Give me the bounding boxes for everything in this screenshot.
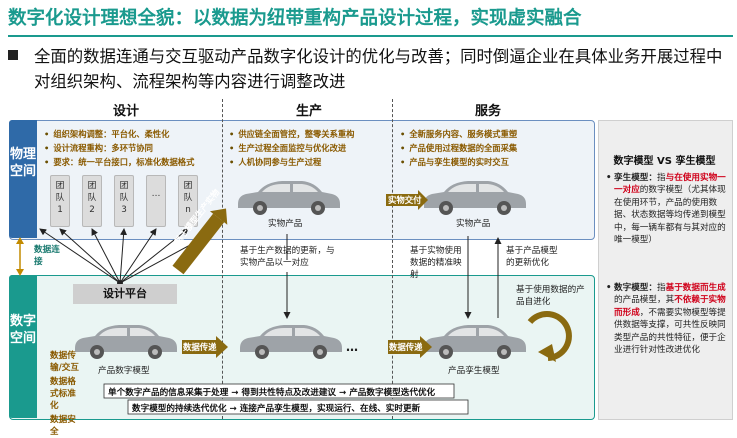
service-item: •产品与孪生模型的实时交互 xyxy=(400,157,509,167)
ellipsis-dots: … xyxy=(346,340,358,354)
digital-space-tab xyxy=(9,275,37,418)
team-box-ellipsis: … xyxy=(146,175,166,227)
digital-car-model xyxy=(75,325,177,359)
column-divider-1 xyxy=(222,99,223,419)
twin-model-definition: • 孪生模型：指与在使用实物一一对应的数字模型（尤其体现在使用环节，产品的使用数… xyxy=(606,173,726,246)
flow-text-1: 单个数字产品的信息采集于处理 → 得到共性特点及改进建议 → 产品数字模型迭代优… xyxy=(108,388,436,398)
physical-car-service xyxy=(424,181,526,215)
physical-space-tab xyxy=(9,120,37,238)
column-divider-2 xyxy=(392,99,393,419)
digital-space-label: 数字空间 xyxy=(9,314,36,346)
column-header-production: 生产 xyxy=(296,104,323,119)
data-transfer-arrow-2 xyxy=(388,340,420,354)
diagram-graphics xyxy=(16,181,572,415)
self-evolve-arrow xyxy=(527,311,572,361)
physical-product-label-2: 实物产品 xyxy=(456,219,491,229)
design-item: •要求：统一平台接口，标准化数据格式 xyxy=(44,157,195,167)
update-note: 基于生产数据的更新，与实物产品以一对应 xyxy=(240,246,335,268)
physical-space-label: 物理空间 xyxy=(9,147,36,179)
production-item: •人机协同参与生产过程 xyxy=(229,157,322,167)
design-item: •组织架构调整：平台化、柔性化 xyxy=(44,129,170,139)
model-comparison-panel xyxy=(598,120,733,420)
column-header-service: 服务 xyxy=(475,104,502,119)
production-item: •生产过程全面监控与优化改进 xyxy=(229,143,347,153)
design-item: •设计流程重构：多环节协同 xyxy=(44,143,153,153)
physical-space-band xyxy=(9,120,595,240)
flow-text-2: 数字模型的持续迭代优化 → 连接产品孪生模型，实现运行、在线、实时更新 xyxy=(132,404,421,414)
delivery-arrow-body xyxy=(386,194,418,206)
digital-model-definition: • 数字模型：指基于数据而生成的产品模型，其不依赖于实物而形成，不需要实物模型等… xyxy=(606,283,726,356)
digital-side-list: 数据传输/交互 数据格式标准化 数据安全 xyxy=(50,351,79,437)
design-items-list: •组织架构调整：平台化、柔性化 •设计流程重构：多环节协同 •要求：统一平台接口… xyxy=(44,127,194,169)
production-item: •供应链全面管控，整零关系重构 xyxy=(229,129,355,139)
design-platform: 设计平台 xyxy=(73,284,177,304)
column-header-design: 设计 xyxy=(113,104,140,119)
service-item: •产品使用过程数据的全面采集 xyxy=(400,143,518,153)
digital-car-mid xyxy=(240,325,342,359)
page-title: 数字化设计理想全貌：以数据为纽带重构产品设计过程，实现虚实融合 xyxy=(8,8,582,29)
dispatch-arrow xyxy=(172,208,228,275)
digital-model-label: 产品数字模型 xyxy=(98,366,150,376)
subtitle-bullet: 全面的数据连通与交互驱动产品数字化设计的优化与改善；同时倒逼企业在具体业务开展过… xyxy=(34,47,723,91)
service-items-list: •全新服务内容、服务模式重塑 •产品使用过程数据的全面采集 •产品与孪生模型的实… xyxy=(400,127,517,169)
bullet-square-icon xyxy=(8,50,18,60)
data-transfer-label-2: 数据传递 xyxy=(389,342,423,352)
delivery-label: 实物交付 xyxy=(388,195,422,205)
data-transfer-arrow-1 xyxy=(182,340,216,354)
model-update-note: 基于产品模型的更新优化 xyxy=(506,246,558,268)
twin-car-model xyxy=(424,325,526,359)
data-transfer-label-1: 数据传递 xyxy=(183,342,217,352)
physical-car-production xyxy=(238,181,340,215)
flow-box-1 xyxy=(103,383,455,399)
data-link-label: 数据连接 xyxy=(34,245,60,267)
twin-model-label: 产品孪生模型 xyxy=(448,366,500,376)
production-items-list: •供应链全面管控，整零关系重构 •生产过程全面监控与优化改进 •人机协同参与生产… xyxy=(229,127,354,169)
title-rule xyxy=(8,35,733,37)
flow-box-2 xyxy=(127,399,469,415)
service-item: •全新服务内容、服务模式重塑 xyxy=(400,129,518,139)
self-optimize-note: 基于使用数据的产品自进化 xyxy=(516,285,585,307)
comparison-title: 数字模型 VS 孪生模型 xyxy=(613,156,716,167)
physical-product-label: 实物产品 xyxy=(268,219,303,229)
map-note: 基于实物使用数据的精准映射 xyxy=(410,246,462,280)
